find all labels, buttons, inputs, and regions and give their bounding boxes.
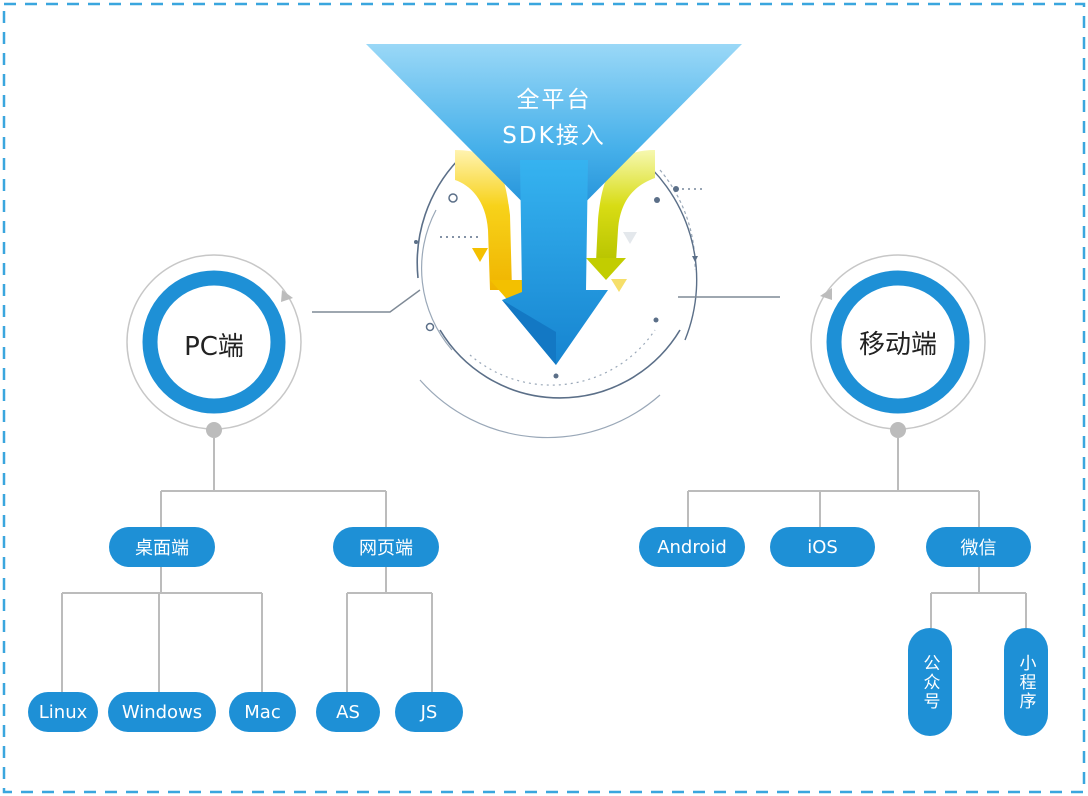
mobile-hub-graphic (810, 254, 986, 438)
pc-hub-label: PC端 (184, 331, 244, 362)
funnel-label-line2: SDK接入 (502, 123, 606, 149)
node-official-account[interactable]: 公众号 (908, 628, 952, 736)
node-mini-program[interactable]: 小程序 (1004, 628, 1048, 736)
node-desktop[interactable]: 桌面端 (109, 527, 215, 567)
blue-arrow-shade (502, 300, 556, 365)
blue-down-arrow (502, 160, 608, 365)
funnel-label: 全平台 SDK接入 (454, 82, 654, 154)
funnel-label-line1: 全平台 (516, 87, 592, 113)
yellow-chevron-icon (472, 248, 488, 262)
node-mac[interactable]: Mac (229, 692, 296, 732)
node-wechat[interactable]: 微信 (926, 527, 1031, 567)
tree-lines (61, 438, 1027, 692)
node-js[interactable]: JS (395, 692, 463, 732)
yellow-chevron-icon-small (611, 279, 627, 292)
green-arrow (596, 150, 655, 262)
yellow-arrow (455, 150, 512, 290)
green-arrow-head (586, 258, 626, 280)
node-ios[interactable]: iOS (770, 527, 875, 567)
pc-hub-graphic (126, 254, 302, 438)
node-windows[interactable]: Windows (108, 692, 216, 732)
node-android[interactable]: Android (639, 527, 745, 567)
central-rings (414, 149, 703, 439)
node-as[interactable]: AS (316, 692, 380, 732)
funnel-triangle (366, 44, 742, 234)
node-linux[interactable]: Linux (28, 692, 98, 732)
node-web[interactable]: 网页端 (333, 527, 439, 567)
mobile-hub-label: 移动端 (858, 329, 937, 360)
pc-connector (312, 289, 421, 313)
grey-chevron-icon (623, 232, 637, 244)
